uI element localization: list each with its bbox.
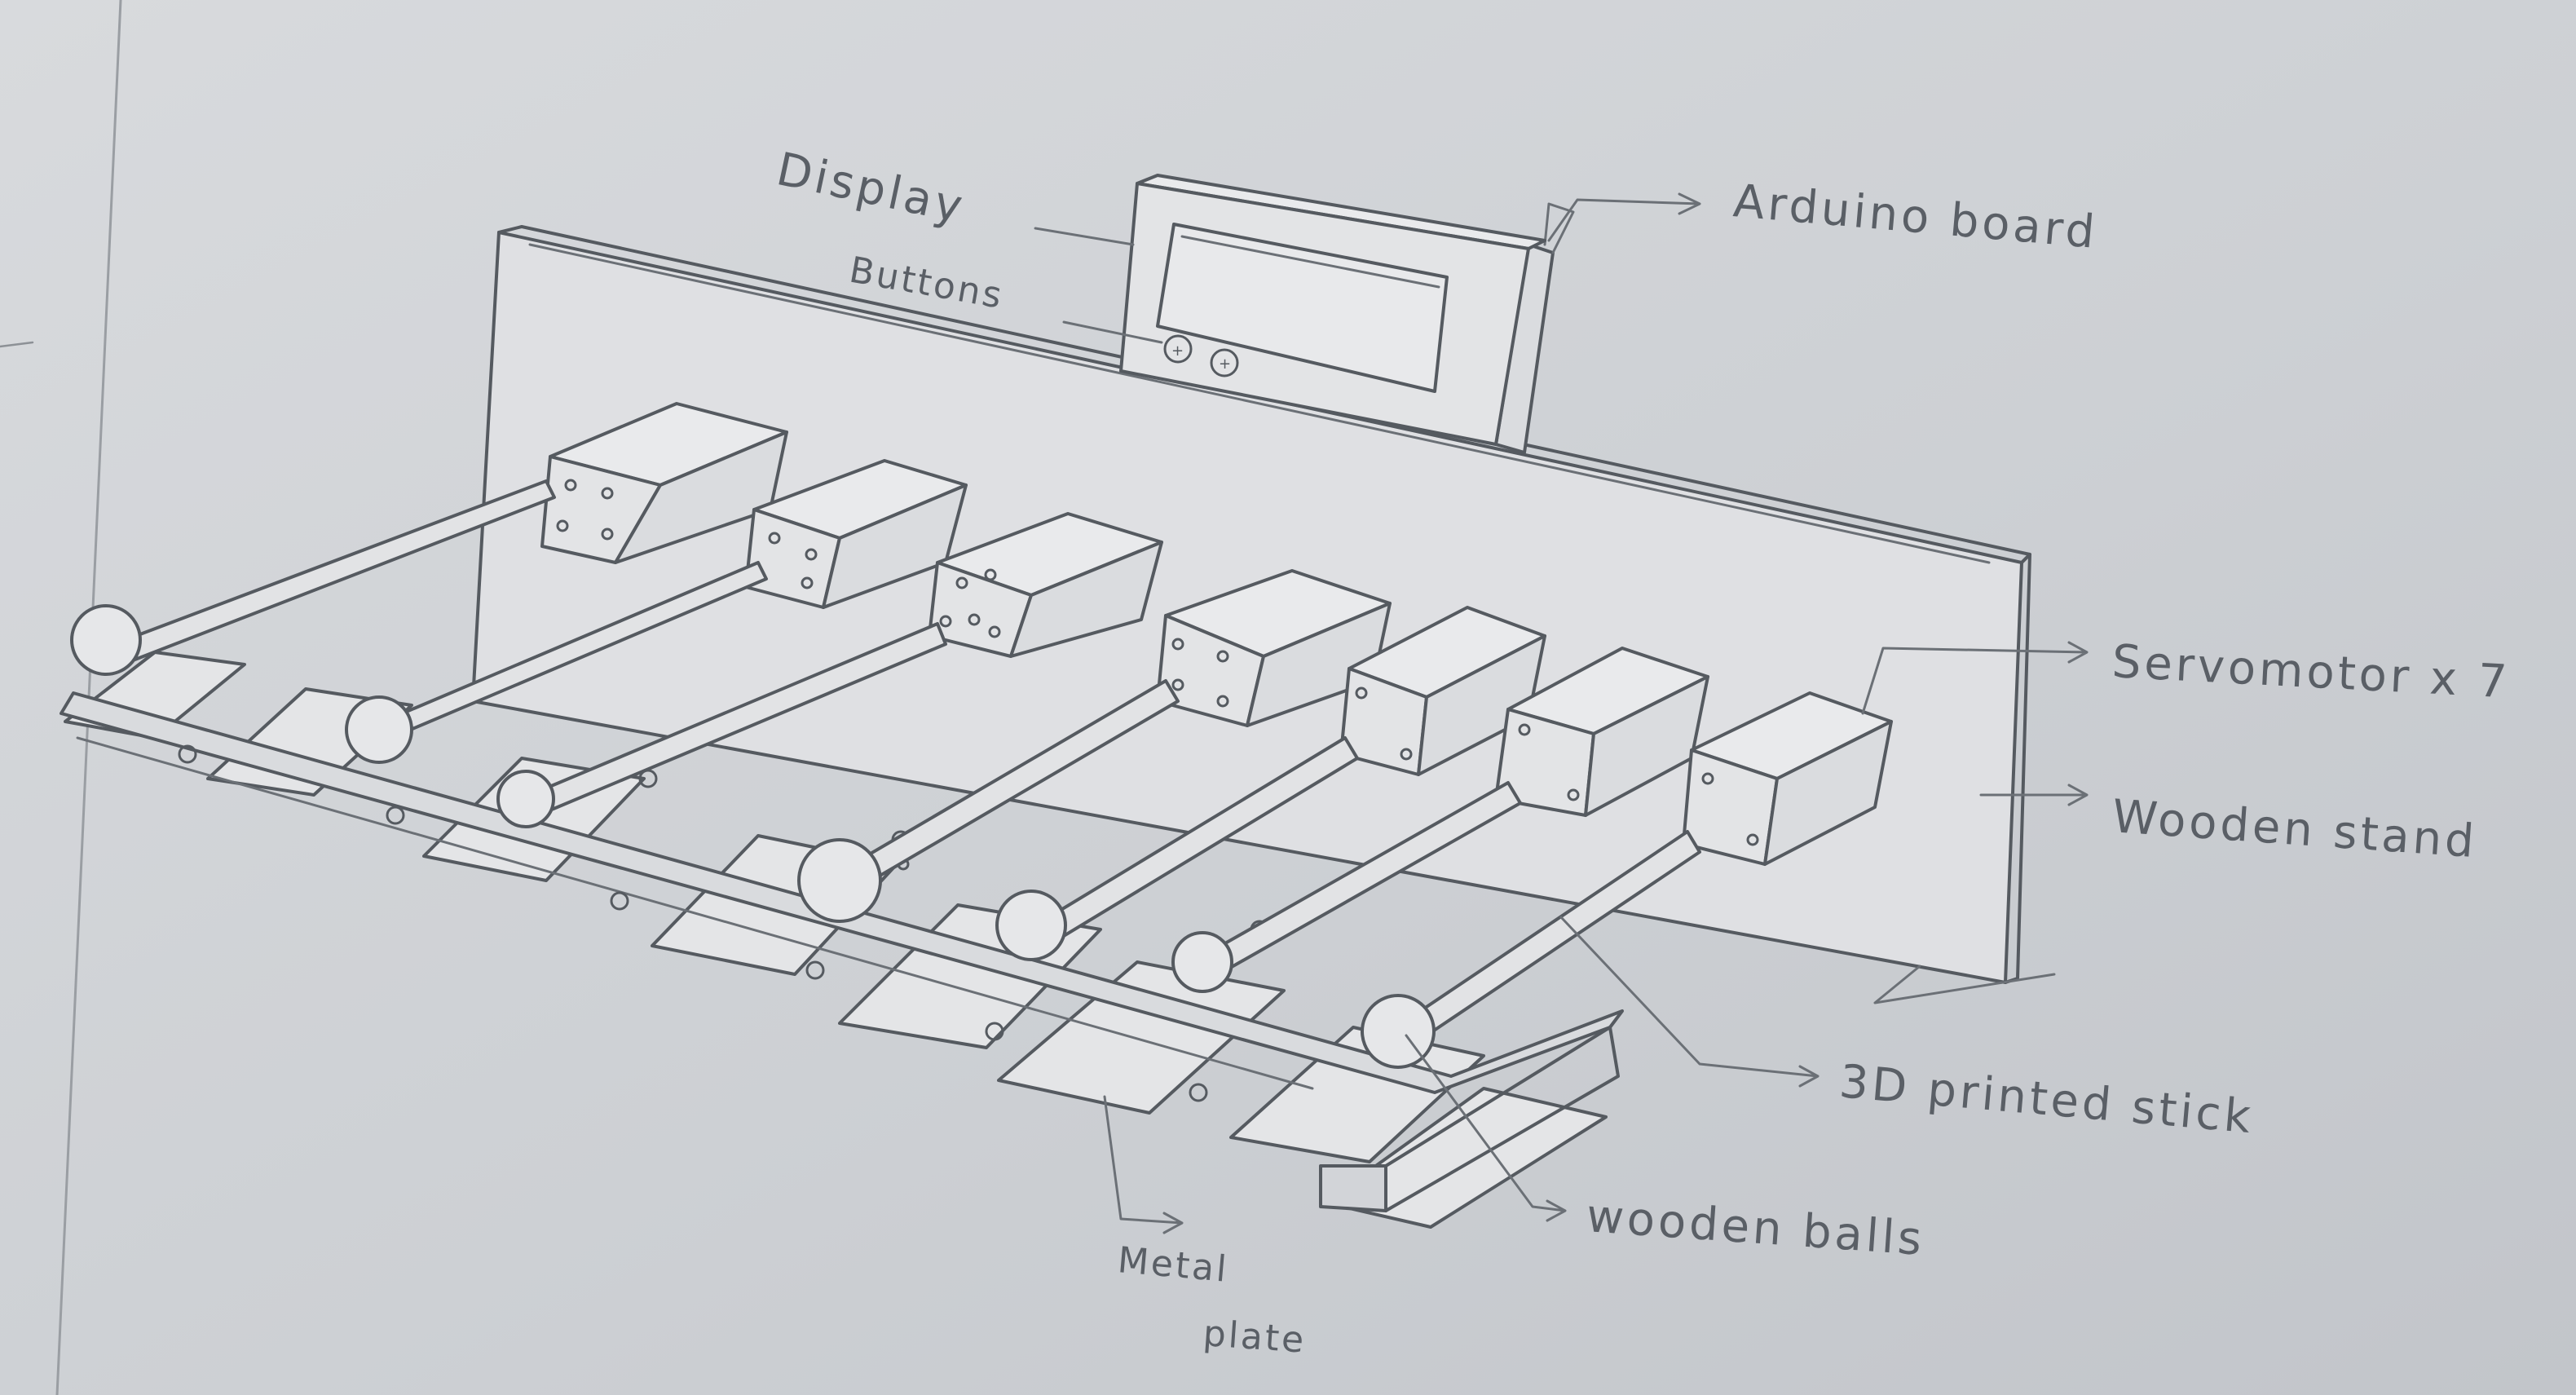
wooden-ball bbox=[72, 606, 140, 674]
wooden-ball bbox=[346, 697, 412, 762]
wooden-ball bbox=[997, 891, 1065, 960]
label-metal-plate-line2: plate bbox=[1202, 1313, 1308, 1362]
svg-text:+: + bbox=[1171, 342, 1184, 360]
wooden-ball bbox=[1173, 933, 1232, 991]
wooden-ball bbox=[498, 771, 554, 827]
svg-text:+: + bbox=[1219, 355, 1231, 373]
wooden-ball bbox=[799, 840, 880, 921]
